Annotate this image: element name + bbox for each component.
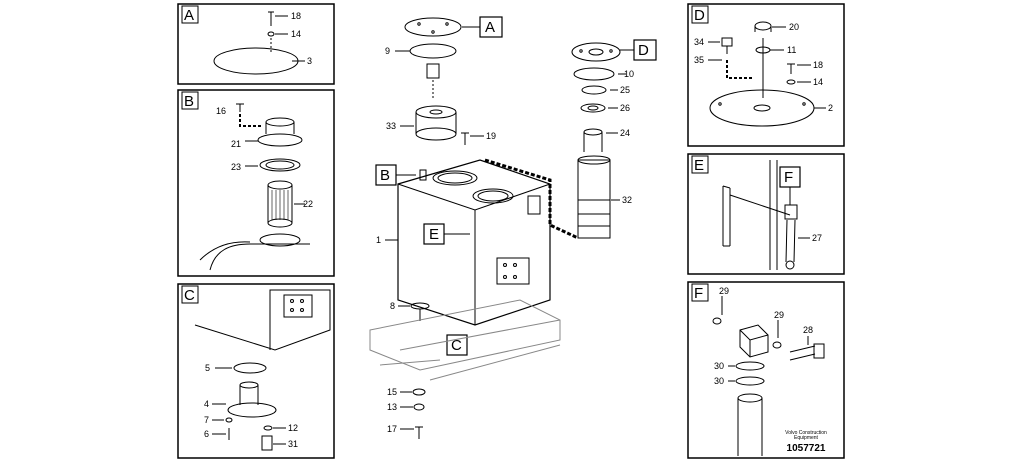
- part-label-5: 5: [205, 363, 210, 373]
- part-label-8: 8: [390, 301, 395, 311]
- part-label-3: 3: [307, 56, 312, 66]
- part-label-33: 33: [386, 121, 396, 131]
- part-label-13: 13: [387, 402, 397, 412]
- part-label-26: 26: [620, 103, 630, 113]
- part-label-30-upper: 30: [714, 361, 724, 371]
- panel-d: D 20 34 11 35 18 14 2: [687, 3, 845, 147]
- part-label-14: 14: [813, 77, 823, 87]
- part-label-1: 1: [376, 235, 381, 245]
- part-label-24: 24: [620, 128, 630, 138]
- part-label-22: 22: [303, 199, 313, 209]
- part-label-19: 19: [486, 131, 496, 141]
- filter-stack: D 10 25 26 24 32: [571, 39, 657, 239]
- panel-d-letter: D: [694, 7, 705, 24]
- main-callout-b: B: [380, 167, 390, 184]
- panel-b: B 16 21 23 22: [177, 89, 335, 277]
- part-label-7: 7: [204, 415, 209, 425]
- part-label-20: 20: [789, 22, 799, 32]
- part-label-9: 9: [385, 46, 390, 56]
- part-label-14: 14: [291, 29, 301, 39]
- part-label-23: 23: [231, 162, 241, 172]
- panel-c-letter: C: [184, 287, 195, 304]
- main-view: A 9 33 19 B E: [369, 16, 579, 439]
- part-label-15: 15: [387, 387, 397, 397]
- panel-e-callout-f: F: [784, 169, 793, 186]
- panel-e-letter: E: [694, 157, 704, 174]
- panel-f-letter: F: [694, 285, 703, 302]
- main-callout-c: C: [451, 337, 462, 354]
- part-label-2: 2: [828, 103, 833, 113]
- figure-footer: Volvo Construction Equipment 1057721: [776, 431, 836, 454]
- part-label-35: 35: [694, 55, 704, 65]
- part-label-11: 11: [787, 45, 796, 55]
- part-label-30-lower: 30: [714, 376, 724, 386]
- part-label-6: 6: [204, 429, 209, 439]
- part-label-29-left: 29: [719, 286, 729, 296]
- part-label-28: 28: [803, 325, 813, 335]
- panel-a-letter: A: [184, 7, 194, 24]
- main-callout-d: D: [638, 42, 649, 59]
- part-label-31: 31: [288, 439, 298, 449]
- panel-b-letter: B: [184, 93, 194, 110]
- part-label-10: 10: [624, 69, 634, 79]
- brand-text: Volvo Construction Equipment: [785, 430, 827, 441]
- part-label-18: 18: [813, 60, 823, 70]
- part-label-29-right: 29: [774, 310, 784, 320]
- part-label-34: 34: [694, 37, 704, 47]
- part-label-32: 32: [622, 195, 632, 205]
- part-label-27: 27: [812, 233, 822, 243]
- panel-e: E F 27: [687, 153, 845, 275]
- panel-a: A 18 14 3: [177, 3, 335, 85]
- main-callout-a: A: [485, 19, 495, 36]
- figure-number: 1057721: [786, 443, 826, 454]
- main-callout-e: E: [429, 226, 439, 243]
- part-label-25: 25: [620, 85, 630, 95]
- part-label-17: 17: [387, 424, 397, 434]
- part-label-4: 4: [204, 399, 209, 409]
- panel-f: F 29 29 28 30 30: [687, 281, 845, 459]
- part-label-18: 18: [291, 11, 301, 21]
- panel-c: C 5 4 7 6 12 31: [177, 283, 335, 459]
- part-label-21: 21: [231, 139, 241, 149]
- part-label-16: 16: [216, 106, 226, 116]
- part-label-12: 12: [288, 423, 298, 433]
